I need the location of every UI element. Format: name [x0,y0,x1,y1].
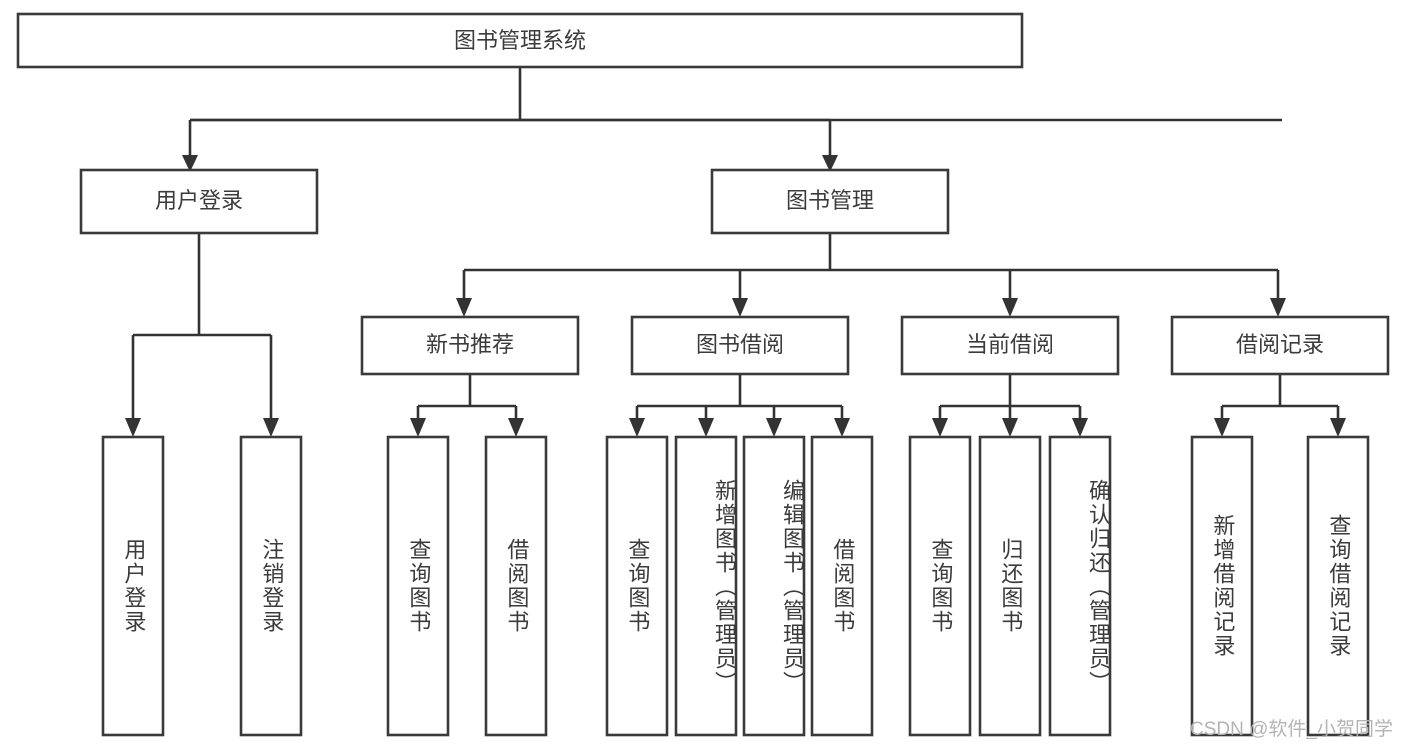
connector-currentborrow-to-leaves [932,374,1088,437]
connector-borrowrecord-to-leaves [1214,374,1346,437]
node-book-borrow-label: 图书借阅 [696,332,784,357]
node-book-manage-label: 图书管理 [786,188,874,213]
node-root[interactable]: 图书管理系统 [16,12,1024,69]
leaf-label-add-record: 新增借阅记录 [1210,514,1236,658]
node-leaf-query-record[interactable] [1306,435,1370,737]
node-leaf-query-book-3[interactable] [908,435,972,737]
node-current-borrow[interactable]: 当前借阅 [900,315,1120,376]
node-leaf-query-book-1[interactable] [386,435,450,737]
leaf-label-user-login: 用户登录 [121,538,147,634]
leaf-label-query-record: 查询借阅记录 [1326,514,1352,658]
leaf-label-query-book-3: 查询图书 [928,538,954,634]
csdn-watermark: CSDN @软件_小贺同学 [1190,719,1393,740]
node-leaf-borrow-book-2[interactable] [810,435,874,737]
leaf-label-borrow-book-1: 借阅图书 [504,538,530,634]
node-leaf-confirm-return[interactable] [1048,435,1112,737]
connector-bookmanage-to-level3 [456,233,1286,317]
node-leaf-edit-book[interactable] [742,435,806,737]
leaf-label-borrow-book-2: 借阅图书 [830,538,856,634]
leaf-label-add-book: 新增图书（管理员） [712,479,737,695]
node-new-book-recommend[interactable]: 新书推荐 [360,315,580,376]
leaf-label-query-book-1: 查询图书 [406,538,432,634]
node-new-book-recommend-label: 新书推荐 [426,332,514,357]
connector-userlogin-to-leaves [125,233,279,437]
node-leaf-return-book[interactable] [978,435,1042,737]
node-leaf-add-book[interactable] [674,435,738,737]
node-current-borrow-label: 当前借阅 [966,332,1054,357]
node-leaf-query-book-2[interactable] [605,435,669,737]
connector-newbook-to-leaves [410,374,524,437]
connector-root-to-level2 [182,67,1282,172]
node-user-login-label: 用户登录 [155,188,243,213]
leaf-label-query-book-2: 查询图书 [625,538,651,634]
node-leaf-add-record[interactable] [1190,435,1254,737]
leaf-label-return-book: 归还图书 [998,538,1024,634]
node-leaf-user-login[interactable] [101,435,165,737]
node-borrow-record-label: 借阅记录 [1236,332,1324,357]
node-root-label: 图书管理系统 [454,28,586,53]
connector-bookborrow-to-leaves [629,374,850,437]
node-leaf-logout-login[interactable] [239,435,303,737]
leaf-label-edit-book: 编辑图书（管理员） [780,479,805,695]
leaf-label-logout-login: 注销登录 [259,538,285,634]
node-book-manage[interactable]: 图书管理 [710,168,950,235]
node-user-login[interactable]: 用户登录 [79,168,319,235]
node-borrow-record[interactable]: 借阅记录 [1170,315,1390,376]
leaf-label-confirm-return: 确认归还（管理员） [1086,479,1111,695]
node-leaf-borrow-book-1[interactable] [484,435,548,737]
node-book-borrow[interactable]: 图书借阅 [630,315,850,376]
